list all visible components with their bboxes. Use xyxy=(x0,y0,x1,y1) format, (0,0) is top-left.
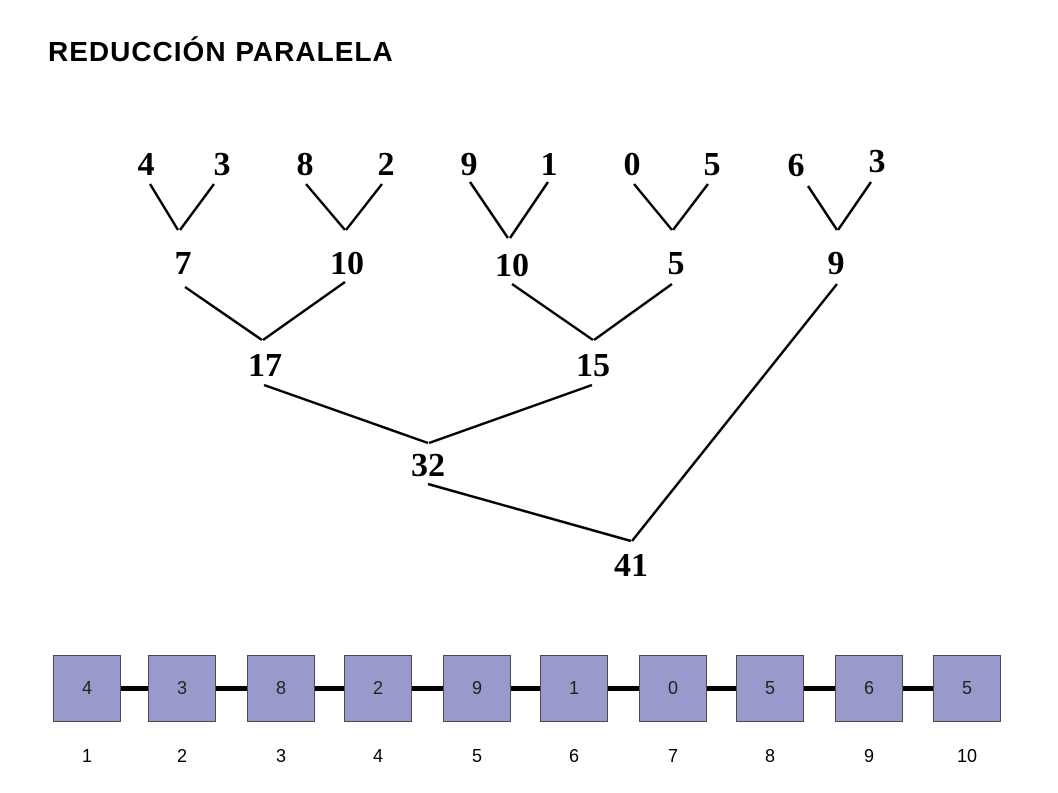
tree-node: 0 xyxy=(624,146,641,183)
tree-level-4: 41 xyxy=(614,547,648,584)
edge-7-17 xyxy=(184,285,263,342)
edge-4-7 xyxy=(148,183,180,231)
tree-node: 15 xyxy=(576,347,610,384)
edge-9-41 xyxy=(631,283,838,542)
edge-15-32 xyxy=(428,383,593,445)
tree-node: 9 xyxy=(461,146,478,183)
array-cell: 1 xyxy=(540,655,608,722)
edge-3-9 xyxy=(836,181,873,231)
array-cell: 3 xyxy=(148,655,216,722)
tree-level-2: 17 15 xyxy=(248,347,610,384)
tree-node: 3 xyxy=(869,143,886,180)
tree-node: 4 xyxy=(138,146,155,183)
tree-node: 17 xyxy=(248,347,282,384)
array-cell: 0 xyxy=(639,655,707,722)
edge-2-10 xyxy=(345,183,383,231)
tree-node: 5 xyxy=(704,146,721,183)
tree-node: 10 xyxy=(330,245,364,282)
tree-level-3: 32 xyxy=(411,447,445,484)
tree-node: 6 xyxy=(788,147,805,184)
array-connector xyxy=(707,686,736,691)
edge-9-10 xyxy=(468,181,510,239)
tree-node: 9 xyxy=(828,245,845,282)
edge-5-5 xyxy=(672,183,709,231)
array-connector xyxy=(121,686,148,691)
tree-node: 2 xyxy=(378,146,395,183)
array-connector xyxy=(216,686,247,691)
tree-level-0: 4 3 8 2 9 1 0 5 6 3 xyxy=(138,143,886,184)
array-index: 7 xyxy=(667,746,678,766)
tree-node: 8 xyxy=(297,146,314,183)
array-connector xyxy=(608,686,639,691)
tree-node: 41 xyxy=(614,547,648,584)
edge-0-5 xyxy=(633,183,673,231)
array-connector xyxy=(804,686,835,691)
tree-node: 32 xyxy=(411,447,445,484)
array-cell: 4 xyxy=(53,655,121,722)
edge-6-9 xyxy=(806,185,839,231)
array-cell: 6 xyxy=(835,655,903,722)
tree-node: 3 xyxy=(214,146,231,183)
array-cell: 9 xyxy=(443,655,511,722)
array-index: 8 xyxy=(764,746,775,766)
tree-node: 7 xyxy=(175,245,192,282)
array-connector xyxy=(412,686,443,691)
tree-level-1: 7 10 10 5 9 xyxy=(175,245,845,284)
edge-3-7 xyxy=(178,183,216,231)
array-connector xyxy=(903,686,933,691)
array-cell: 8 xyxy=(247,655,315,722)
array-cell: 2 xyxy=(344,655,412,722)
tree-edges xyxy=(148,181,873,543)
array-index: 3 xyxy=(275,746,286,766)
array-index: 5 xyxy=(471,746,482,766)
edge-10-15 xyxy=(511,282,594,342)
tree-node: 10 xyxy=(495,247,529,284)
array-connector xyxy=(315,686,344,691)
array-index: 4 xyxy=(372,746,383,766)
tree-node: 1 xyxy=(541,146,558,183)
array-index: 10 xyxy=(956,746,978,766)
array-index: 2 xyxy=(176,746,187,766)
edge-1-10 xyxy=(508,181,550,239)
edge-17-32 xyxy=(263,383,429,445)
edge-32-41 xyxy=(427,482,632,543)
array-cell: 5 xyxy=(736,655,804,722)
array-connector xyxy=(511,686,540,691)
tree-node: 5 xyxy=(668,245,685,282)
array-cell: 5 xyxy=(933,655,1001,722)
array-index: 1 xyxy=(81,746,92,766)
edge-10-17 xyxy=(262,280,346,342)
array-index: 9 xyxy=(863,746,874,766)
page-title: REDUCCIÓN PARALELA xyxy=(48,36,394,67)
edge-8-10 xyxy=(305,183,346,231)
edge-5-15 xyxy=(593,282,673,342)
array-index: 6 xyxy=(568,746,579,766)
